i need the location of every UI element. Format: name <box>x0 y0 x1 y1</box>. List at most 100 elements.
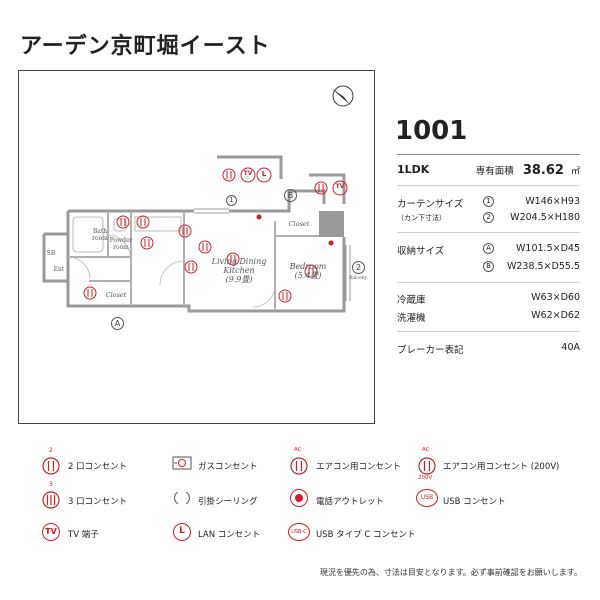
curtain-value-2: W204.5×H180 <box>510 212 580 223</box>
column-block <box>319 211 344 237</box>
curtain-marker-1: 1 <box>226 195 237 206</box>
windows <box>194 208 351 301</box>
sb-label: SB <box>46 250 56 257</box>
outlet-two-icon <box>178 224 192 238</box>
legend-ac-200: エアコン用コンセント (200V) <box>443 462 560 472</box>
legend-usb: USB コンセント <box>443 497 506 507</box>
usb-c-outlet-icon-text: USB-C <box>291 529 307 535</box>
outlet-two-icon-text: 2 <box>49 447 53 454</box>
powder-label: Powder room <box>109 237 133 251</box>
washbasin <box>113 218 127 232</box>
outlet-two-icon <box>304 264 318 278</box>
curtain-row-1: カーテンサイズ 1 W146×H93 <box>397 196 580 210</box>
lan-outlet-icon-text: L <box>179 526 185 536</box>
ac-outlet-icon-text: AC <box>294 447 302 453</box>
legend-ceiling: 引掛シーリング <box>198 497 258 507</box>
legend-lan: LAN コンセント <box>198 530 261 540</box>
balcony-label: Balcony <box>348 276 368 281</box>
outlet-two-icon <box>184 260 198 274</box>
floorplan-frame: TV L TV Living Dining Kitchen (9.9畳) Bed… <box>18 70 375 424</box>
storage-mark-b: B <box>483 261 494 272</box>
divider <box>397 232 580 233</box>
storage-row-a: 収納サイズ A W101.5×D45 <box>397 243 580 257</box>
bedroom-name: Bedroom <box>289 262 327 271</box>
curtain-mark-2: 2 <box>483 212 494 223</box>
outlet-two-icon <box>140 236 154 250</box>
layout-type: 1LDK <box>397 163 430 176</box>
room-number: 1001 <box>395 116 468 146</box>
tv-outlet-label: TV <box>243 170 253 177</box>
washer-value: W62×D62 <box>531 310 580 321</box>
divider <box>397 154 580 155</box>
fridge-label: 冷蔵庫 <box>397 295 426 306</box>
legend-usb-c: USB タイプ C コンセント <box>316 530 416 540</box>
storage-mark-a: A <box>483 243 494 254</box>
outlet-two-icon <box>116 215 130 229</box>
footer-note: 現況を優先の為、寸法は目安となります。必ず事前確認をお願いします。 <box>319 568 582 577</box>
phone-outlet-icon <box>256 214 262 220</box>
plan-outlets <box>83 167 348 303</box>
fridge-value: W63×D60 <box>531 292 580 303</box>
ldk-size: (9.9畳) <box>225 275 253 285</box>
curtain-label: カーテンサイズ <box>397 199 464 210</box>
layout-row: 1LDK 専有面積 38.62 ㎡ <box>397 163 580 179</box>
outlet-two-icon <box>278 289 292 303</box>
legend-outlet-2: 2 口コンセント <box>68 462 128 472</box>
bedroom-size: (5.4畳) <box>294 271 322 281</box>
storage-marker-a: A <box>111 317 124 330</box>
legend-gas: ガスコンセント <box>198 462 258 472</box>
bedroom-label: Bedroom (5.4畳) <box>283 262 333 280</box>
area-value: 38.62 <box>522 163 564 178</box>
curtain-sub-label: （カン下寸法） <box>397 214 446 222</box>
ldk-name: Living Dining Kitchen <box>211 257 267 276</box>
ent-label: Ent <box>53 266 65 273</box>
divider <box>397 331 580 332</box>
breaker-row: ブレーカー表記 40A <box>397 342 580 356</box>
ldk-label: Living Dining Kitchen (9.9畳) <box>199 257 279 285</box>
phone-outlet-icon <box>290 489 308 507</box>
tv-outlet-icon <box>332 180 348 196</box>
lan-outlet-icon <box>256 167 272 183</box>
curtain-value-1: W146×H93 <box>525 196 580 207</box>
tv-outlet-label: TV <box>335 183 345 190</box>
ceiling-hook-icon <box>174 491 190 505</box>
storage-label: 収納サイズ <box>397 246 445 257</box>
curtain-marker-2: 2 <box>352 261 365 274</box>
breaker-value: 40A <box>561 342 580 353</box>
outlet-three-icon <box>42 491 60 509</box>
usb-outlet-icon-text: USB <box>420 494 434 501</box>
ac-200v-outlet-icon <box>418 457 436 475</box>
property-title: アーデン京町堀イースト <box>20 34 271 59</box>
interior-walls <box>68 211 337 309</box>
storage-value-a: W101.5×D45 <box>516 243 580 254</box>
legend-phone: 電話アウトレット <box>316 497 385 507</box>
storage-value-b: W238.5×D55.5 <box>506 261 580 272</box>
outlet-two-icon <box>83 286 97 300</box>
curtain-row-2: （カン下寸法） 2 W204.5×H180 <box>397 212 580 223</box>
ac-200v-voltage-text: 200V <box>418 475 433 481</box>
compass-icon <box>331 85 354 107</box>
divider <box>397 282 580 283</box>
outlet-two-icon <box>314 181 328 195</box>
gas-outlet-icon <box>172 456 192 470</box>
fridge-row: 冷蔵庫 W63×D60 <box>397 292 580 306</box>
legend-ac: エアコン用コンセント <box>316 462 402 472</box>
washer-label: 洗濯機 <box>397 313 426 324</box>
bath-label: Bath room <box>92 228 108 242</box>
divider <box>397 185 580 186</box>
bathtub <box>72 216 104 253</box>
lan-outlet-icon <box>173 523 191 541</box>
outlet-two-icon <box>198 240 212 254</box>
area: 専有面積 38.62 ㎡ <box>476 163 580 178</box>
closet-label: Closet <box>288 220 310 228</box>
legend-outlet-3: 3 口コンセント <box>68 497 128 507</box>
door-swings <box>67 234 276 308</box>
tv-outlet-icon <box>42 523 60 541</box>
washer-row: 洗濯機 W62×D62 <box>397 310 580 324</box>
area-label: 専有面積 <box>475 166 514 177</box>
outlet-three-icon-text: 3 <box>49 481 53 488</box>
legend-tv: TV 端子 <box>68 530 99 540</box>
kitchen-counter <box>134 216 182 232</box>
outlet-two-icon <box>226 252 240 266</box>
tv-outlet-icon <box>240 167 256 183</box>
